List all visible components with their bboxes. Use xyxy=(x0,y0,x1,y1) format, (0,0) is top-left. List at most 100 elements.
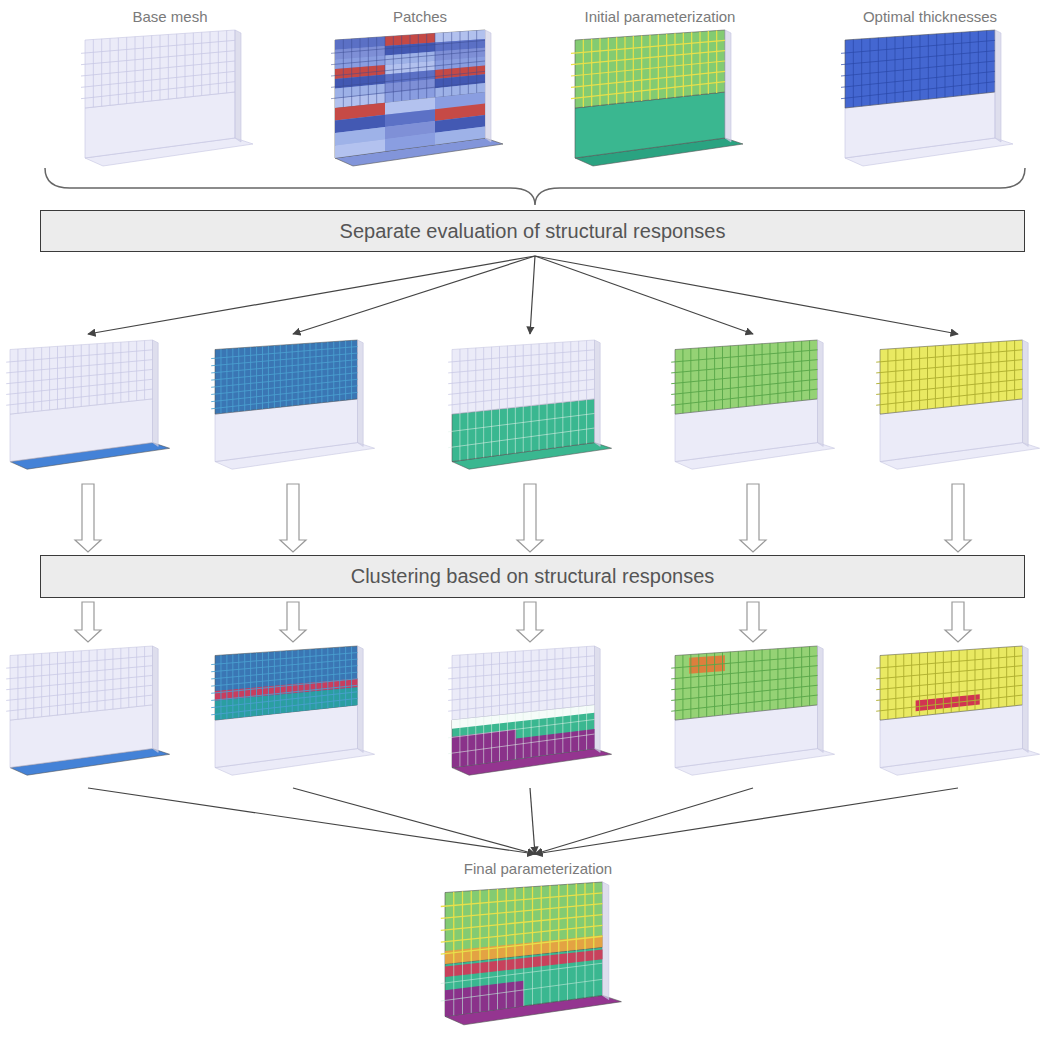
mesh-render xyxy=(6,646,169,775)
stiffener-line xyxy=(532,955,533,1005)
stiffener-line xyxy=(554,403,555,448)
stiffener-line xyxy=(268,346,269,408)
stiffener-line xyxy=(211,379,357,394)
end-cap xyxy=(603,882,609,1000)
stiffener-line xyxy=(576,950,577,999)
panel-heading: Final parameterization xyxy=(461,860,615,877)
stiffener-line xyxy=(448,666,594,679)
stiffener-line xyxy=(578,401,579,445)
stiffener-line xyxy=(539,344,540,405)
stiffener-line xyxy=(499,409,500,455)
stiffener-line xyxy=(418,34,419,99)
stiffener-line xyxy=(475,412,476,459)
stiffener-line xyxy=(220,655,221,719)
render-panel: Initial parameterization xyxy=(550,4,770,169)
hollow-arrow xyxy=(740,484,766,552)
stiffener-line xyxy=(112,649,113,709)
stiffener-line xyxy=(6,389,152,405)
stiffener-line xyxy=(339,647,340,707)
stiffener-line xyxy=(462,962,463,1014)
stiffener-line xyxy=(310,649,311,710)
stiffener-line xyxy=(671,360,817,373)
end-cap xyxy=(725,30,731,142)
stiffener-line xyxy=(321,648,322,708)
stiffener-line xyxy=(6,350,152,362)
stiffener-line xyxy=(331,71,485,87)
stiffener-line xyxy=(211,666,357,679)
flow-arrow xyxy=(293,256,535,334)
stiffener-line xyxy=(480,960,481,1012)
merge-line xyxy=(293,788,535,854)
stiffener-line xyxy=(292,650,293,712)
stiffener-line xyxy=(81,40,235,53)
upper-web xyxy=(215,340,358,414)
stiffener-line xyxy=(211,672,357,686)
stiffener-line xyxy=(671,695,817,711)
stiffener-line xyxy=(327,342,328,402)
stiffener-line xyxy=(523,407,524,453)
stiffener-line xyxy=(304,344,305,405)
stiffener-line xyxy=(6,360,152,373)
stiffener-line xyxy=(441,893,603,907)
patch-region xyxy=(435,127,485,145)
stiffener-line xyxy=(876,360,1022,373)
stiffener-line xyxy=(81,82,235,99)
upper-web xyxy=(85,30,235,108)
patch-region xyxy=(385,133,435,152)
stiffener-line xyxy=(280,345,281,407)
end-cap xyxy=(995,30,1001,142)
stiffener-line xyxy=(351,340,352,399)
stiffener-line xyxy=(211,698,357,714)
stiffener-line xyxy=(441,925,603,942)
stiffener-line xyxy=(953,33,954,97)
stiffener-line xyxy=(262,346,263,409)
stiffener-line xyxy=(488,959,489,1010)
render-panel: Patches xyxy=(310,4,530,169)
stiffener-line xyxy=(410,35,411,100)
stiffener-line xyxy=(448,685,594,700)
stiffener-line xyxy=(256,653,257,716)
stiffener-line xyxy=(441,963,603,983)
stiffener-line xyxy=(238,348,239,412)
stiffener-line xyxy=(81,51,235,65)
stiffener-line xyxy=(539,405,540,450)
stiffener-line xyxy=(333,648,334,708)
stiffener-line xyxy=(571,40,725,53)
stiffener-line xyxy=(523,956,524,1006)
end-cap xyxy=(1023,340,1029,446)
end-cap xyxy=(358,646,364,752)
hollow-arrow xyxy=(945,602,971,642)
stiffener-line xyxy=(441,936,603,954)
mesh-render xyxy=(841,30,1013,166)
upper-web xyxy=(675,340,818,414)
end-cap xyxy=(153,646,159,752)
stiffener-line xyxy=(310,343,311,404)
stiffener-line xyxy=(567,951,568,1000)
stiffener-line xyxy=(876,656,1022,668)
stiffener-line xyxy=(451,32,452,95)
stiffener-line xyxy=(491,410,492,456)
panel-heading: Optimal thicknesses xyxy=(860,8,1000,25)
stiffener-line xyxy=(586,706,587,750)
stiffener-line xyxy=(876,666,1022,679)
stiffener-line xyxy=(211,347,357,359)
stiffener-line xyxy=(586,400,587,444)
mesh-render xyxy=(571,30,743,166)
stiffener-line xyxy=(448,719,594,737)
stiffener-line xyxy=(443,33,444,97)
stiffener-line xyxy=(244,654,245,717)
stiffener-line xyxy=(841,40,995,53)
stiffener-line xyxy=(97,344,98,405)
stiffener-line xyxy=(841,51,995,65)
stiffener-line xyxy=(471,961,472,1013)
stiffener-line xyxy=(550,953,551,1003)
stiffener-line xyxy=(321,342,322,402)
stiffener-line xyxy=(515,956,516,1007)
stiffener-line xyxy=(562,402,563,447)
merge-line xyxy=(535,788,753,854)
upper-web xyxy=(880,340,1023,414)
stiffener-line xyxy=(448,656,594,668)
brace xyxy=(45,168,1025,205)
merge-line xyxy=(535,788,958,854)
stiffener-line xyxy=(554,709,555,754)
